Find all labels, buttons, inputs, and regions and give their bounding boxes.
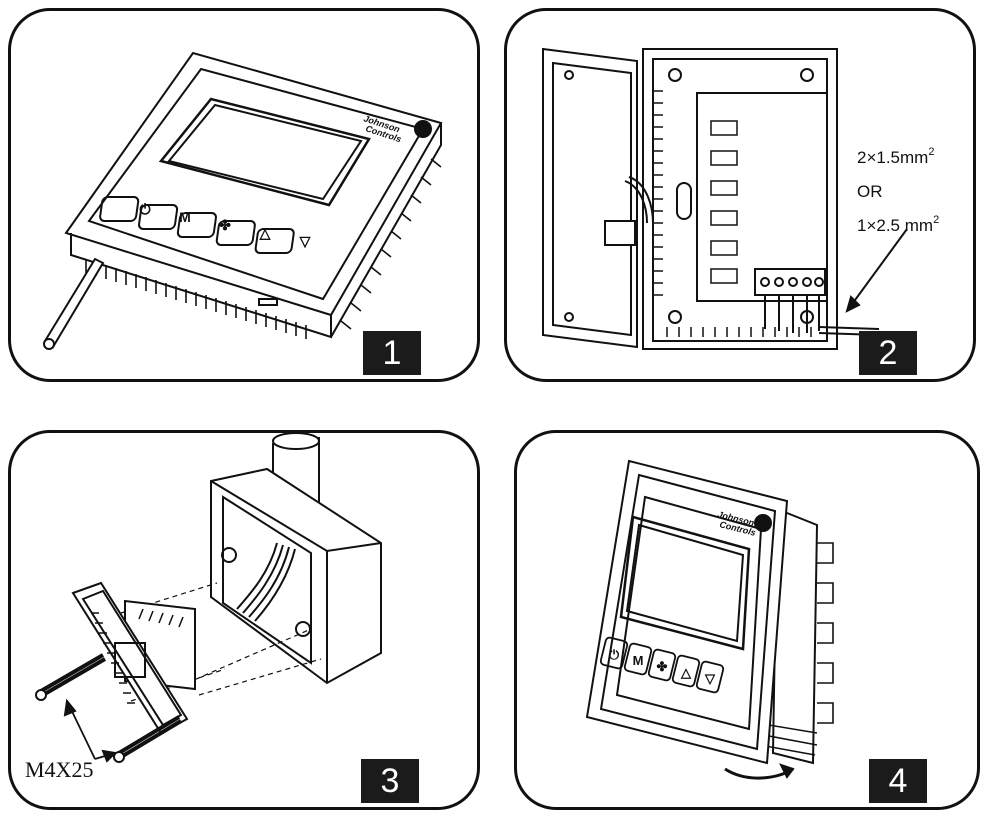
- button-fan-icon: ✤: [657, 659, 668, 674]
- wire-spec-or: OR: [857, 182, 883, 201]
- button-down-icon: ▽: [704, 671, 716, 686]
- button-power-icon: ⏻: [609, 647, 620, 662]
- button-down-icon: ▽: [299, 233, 312, 249]
- step-2-badge: 2: [859, 331, 917, 375]
- button-power-icon: ⏻: [139, 201, 150, 217]
- wire-spec-line2: 1×2.5 mm2: [857, 214, 939, 235]
- step-2-panel: 2×1.5mm2 OR 1×2.5 mm2 2: [504, 8, 976, 382]
- button-mode-label: M: [633, 653, 644, 668]
- step-3-panel: M4X25 3: [8, 430, 480, 810]
- step-1-illustration: Johnson Controls ⏻ M ✤ △ ▽: [43, 51, 443, 350]
- button-fan-icon: ✤: [219, 217, 231, 233]
- step-4-panel: Johnson Controls ⏻ M ✤ △ ▽ 4: [514, 430, 980, 810]
- button-up-icon: △: [680, 665, 692, 680]
- step-4-badge: 4: [869, 759, 927, 803]
- step-1-panel: Johnson Controls ⏻ M ✤ △ ▽ 1: [8, 8, 480, 382]
- wire-spec-line1: 2×1.5mm2: [857, 146, 934, 167]
- step-3-badge: 3: [361, 759, 419, 803]
- step-4-illustration: Johnson Controls ⏻ M ✤ △ ▽: [585, 459, 834, 780]
- step-3-illustration: M4X25: [25, 433, 382, 782]
- button-mode-label: M: [179, 209, 191, 225]
- step-2-illustration: 2×1.5mm2 OR 1×2.5 mm2: [542, 47, 939, 350]
- screw-size-label: M4X25: [25, 757, 93, 782]
- button-up-icon: △: [259, 225, 272, 241]
- step-1-badge: 1: [363, 331, 421, 375]
